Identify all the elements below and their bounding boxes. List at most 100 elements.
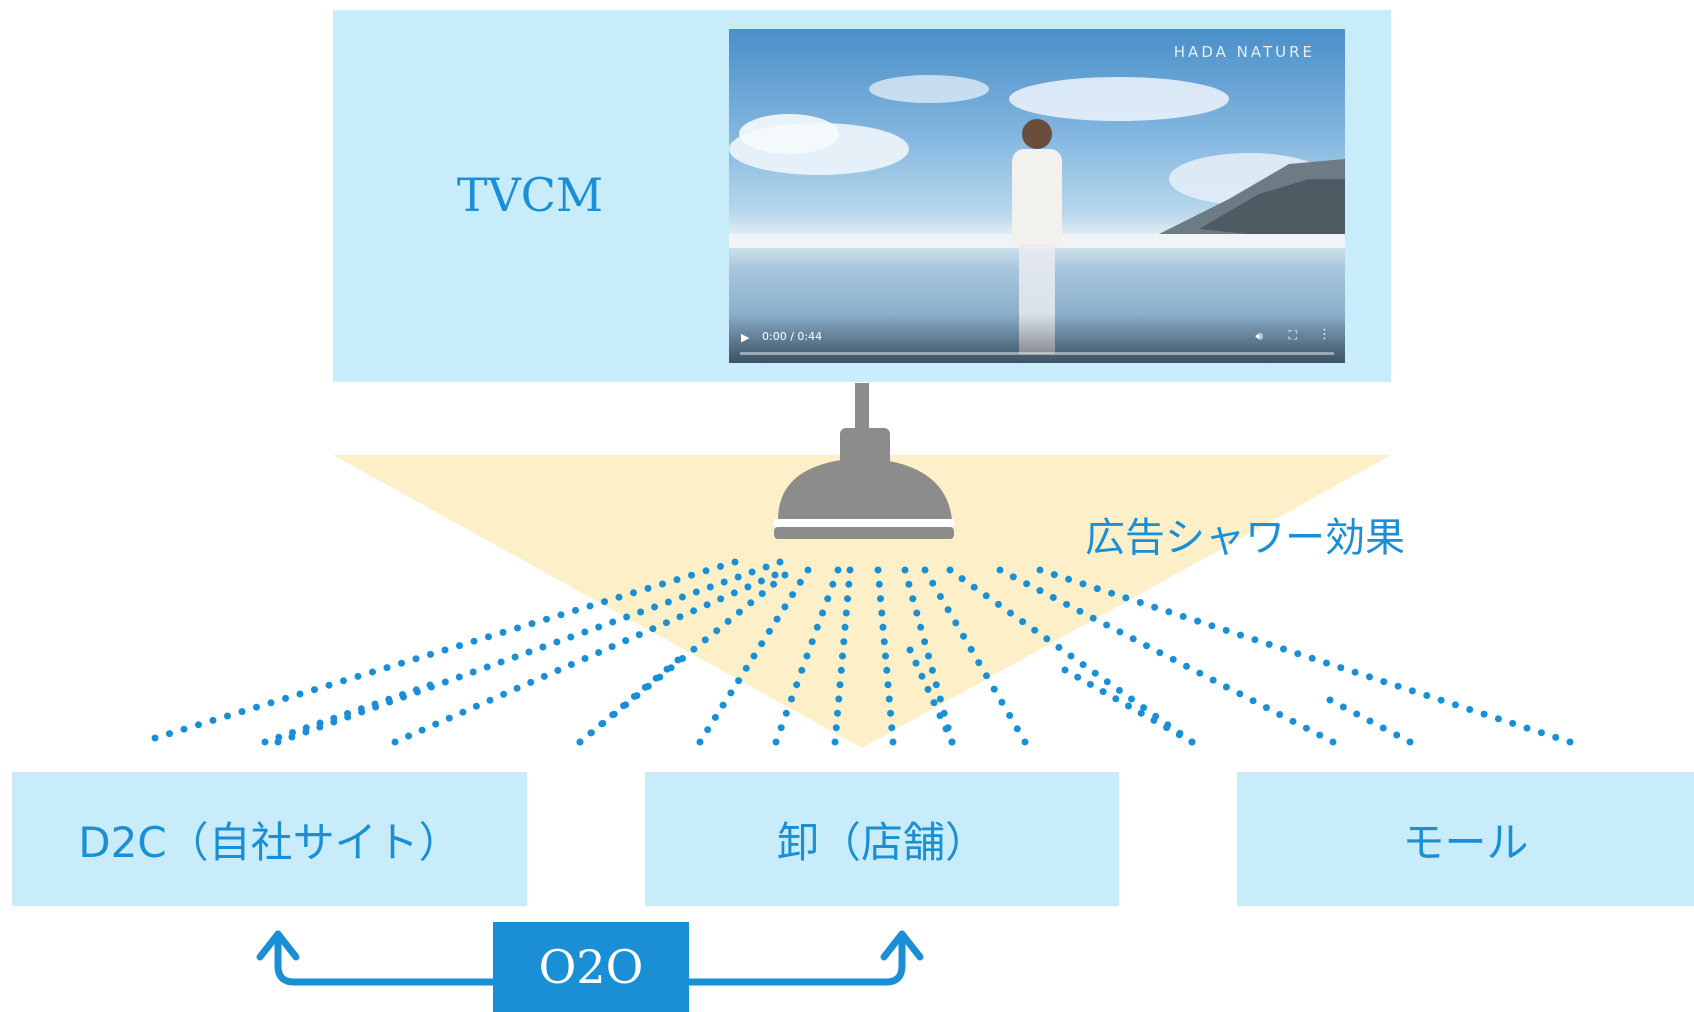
spray-dot — [581, 655, 589, 662]
spray-dot — [942, 725, 950, 733]
spray-dot — [1165, 608, 1173, 616]
spray-dot — [824, 595, 832, 603]
spray-dot — [944, 606, 952, 614]
spray-dot — [673, 576, 681, 584]
spray-dot — [635, 631, 643, 639]
spray-dot — [1112, 695, 1120, 703]
spray-dot — [1009, 573, 1017, 581]
play-icon[interactable]: ▶ — [741, 331, 750, 344]
spray-dot — [623, 613, 631, 621]
spray-dot — [1093, 585, 1101, 593]
spray-dot — [750, 652, 758, 660]
spray-dot — [701, 636, 709, 644]
more-vert-icon[interactable]: ⋮ — [1318, 327, 1331, 342]
spray-dot — [678, 593, 686, 601]
o2o-arrowhead-right — [880, 930, 924, 961]
spray-dot — [1136, 599, 1144, 606]
video-time: 0:00 / 0:44 — [762, 330, 823, 343]
spray-dot — [427, 650, 434, 658]
spray-dot — [1552, 733, 1560, 741]
spray-dot — [885, 695, 893, 703]
spray-dot — [996, 566, 1004, 574]
spray-dot — [796, 578, 804, 586]
video-progress-track[interactable] — [740, 352, 1334, 355]
spray-dot — [1055, 643, 1063, 651]
spray-dot — [1065, 575, 1073, 583]
spray-dot — [998, 698, 1006, 706]
spray-dot — [975, 659, 983, 667]
spray-dot — [1013, 725, 1021, 733]
spray-dot — [748, 568, 756, 576]
spray-dot — [832, 724, 840, 732]
spray-dot — [1351, 668, 1359, 676]
spray-dot — [383, 664, 391, 672]
spray-dot — [960, 632, 967, 640]
spray-dot — [652, 674, 660, 682]
spray-dot — [928, 666, 936, 674]
spray-dot — [398, 659, 405, 667]
spray-dot — [296, 690, 304, 698]
spray-dot — [1394, 682, 1402, 690]
spray-dot — [1265, 640, 1273, 648]
spray-dot — [1091, 669, 1099, 677]
spray-dot — [905, 580, 913, 588]
spray-dot — [706, 583, 714, 591]
spray-dot — [1480, 710, 1488, 718]
shower-head-band — [774, 527, 954, 539]
spray-dot — [418, 726, 426, 734]
spray-dot — [781, 603, 789, 611]
spray-dot — [1076, 607, 1084, 615]
spray-dot — [1129, 635, 1137, 643]
spray-dot — [676, 613, 684, 621]
spray-dot — [717, 562, 724, 570]
spray-dot — [1023, 580, 1031, 588]
spray-dot — [772, 738, 780, 746]
tvcm-video-player[interactable]: HADA NATURE ▶ 0:00 / 0:44 🔊︎ ⛶ ⋮ — [729, 29, 1345, 363]
spray-dot — [586, 602, 594, 610]
spray-dot — [1007, 609, 1014, 617]
volume-icon[interactable]: 🔊︎ — [1255, 329, 1263, 343]
spray-dot — [884, 681, 892, 689]
spray-dot — [742, 664, 750, 672]
spray-dot — [1251, 636, 1259, 644]
spray-dot — [1188, 738, 1196, 746]
spray-dot — [1289, 717, 1297, 725]
ad-shower-effect-label: 広告シャワー効果 — [1085, 515, 1405, 561]
spray-dot — [901, 566, 909, 574]
spray-dot — [696, 738, 704, 746]
spray-dot — [874, 566, 882, 574]
spray-dot — [513, 684, 521, 692]
spray-dot — [1353, 710, 1361, 718]
spray-dot — [1128, 695, 1135, 703]
spray-dot — [1566, 738, 1574, 746]
spray-dot — [1125, 702, 1132, 710]
shower-head-icon — [778, 458, 952, 520]
spray-dot — [744, 583, 752, 591]
spray-dot — [1108, 589, 1116, 597]
spray-dot — [762, 563, 770, 571]
spray-dot — [1316, 731, 1324, 739]
spray-dot — [844, 595, 851, 603]
video-scene — [729, 75, 1345, 354]
spray-dot — [595, 623, 603, 631]
fullscreen-icon[interactable]: ⛶ — [1288, 328, 1297, 342]
spray-dot — [1122, 594, 1130, 602]
spray-dot — [1380, 678, 1388, 686]
spray-dot — [1236, 690, 1244, 698]
spray-dot — [1137, 709, 1145, 717]
spray-dot — [777, 724, 785, 732]
spray-dot — [924, 685, 932, 693]
spray-dot — [789, 591, 797, 599]
spray-dot — [1151, 603, 1159, 611]
spray-dot — [1019, 618, 1027, 626]
spray-dot — [1175, 731, 1183, 739]
spray-dot — [877, 595, 884, 603]
spray-dot — [609, 618, 617, 626]
spray-dot — [925, 652, 932, 660]
spray-dot — [875, 580, 883, 588]
spray-dot — [180, 725, 188, 733]
spray-dot — [1115, 686, 1123, 694]
spray-dot — [804, 566, 812, 574]
spray-dot — [970, 583, 978, 591]
